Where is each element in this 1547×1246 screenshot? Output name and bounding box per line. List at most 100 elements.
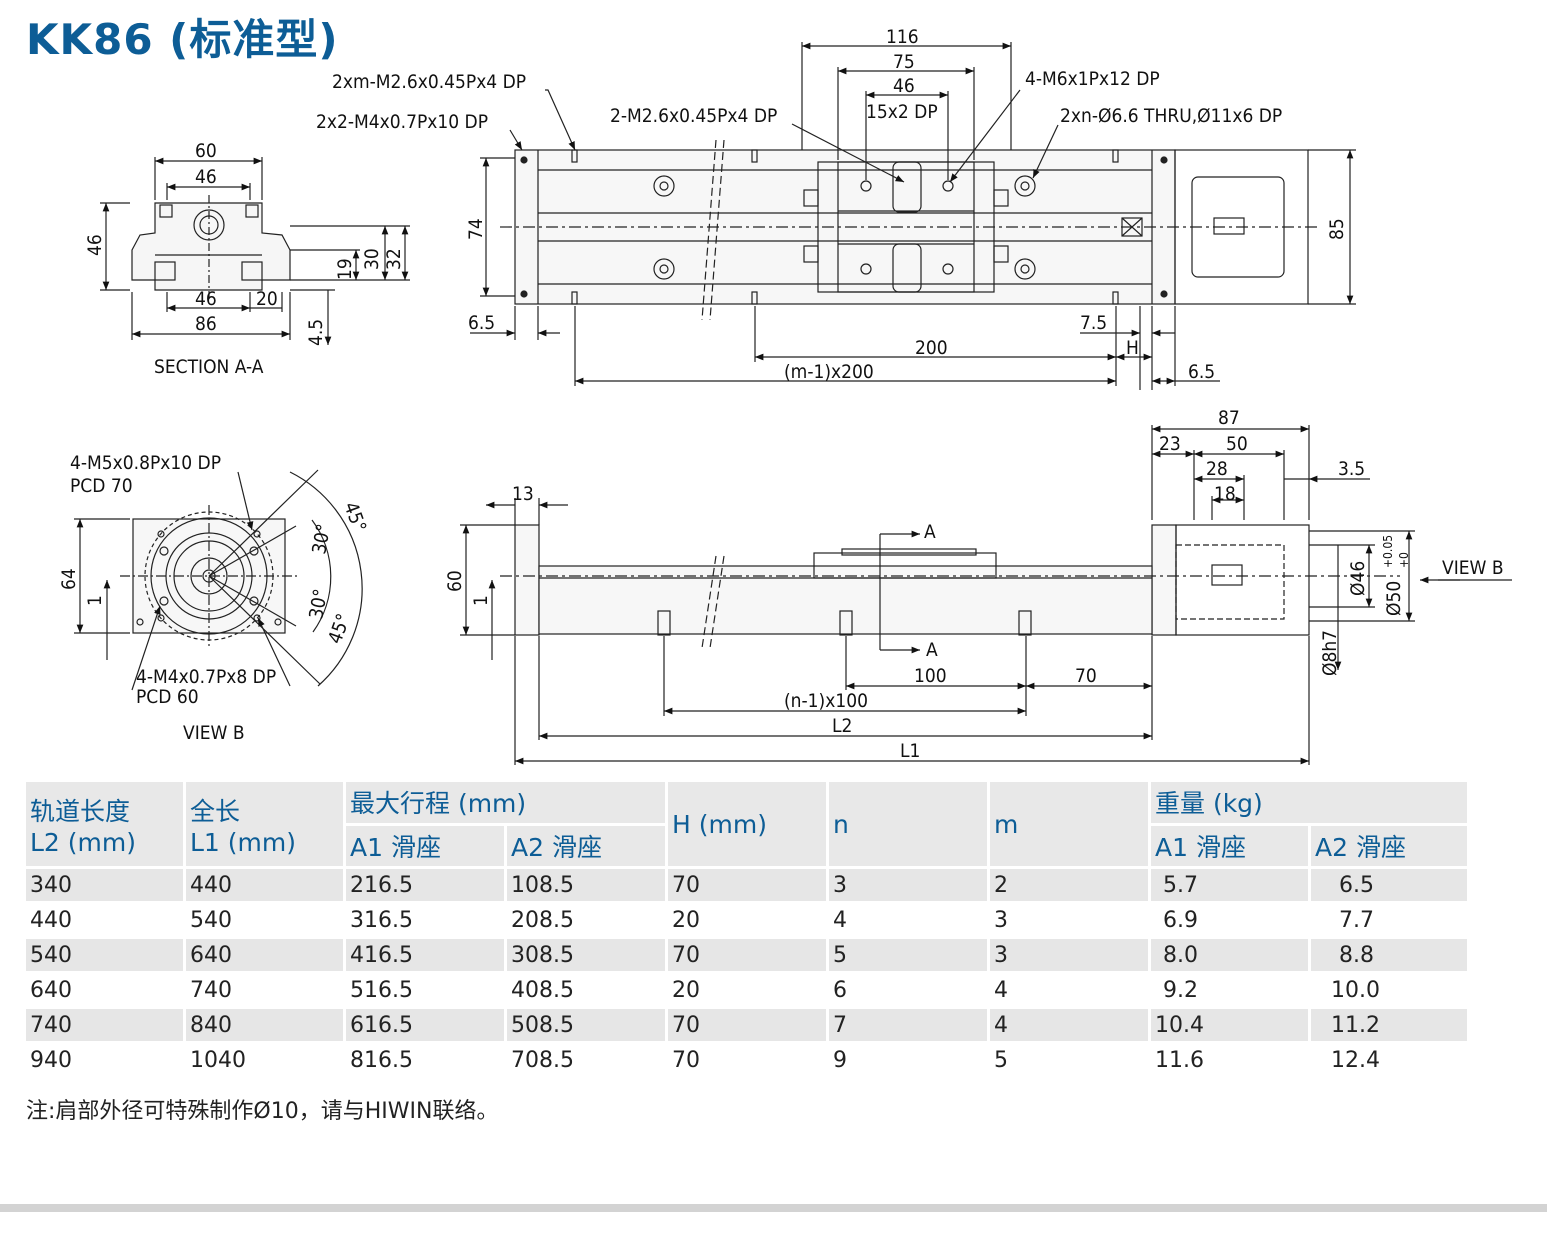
dim-vb30a: 30° [308,522,335,556]
dim-f50t: Ø50 [1383,581,1405,616]
dim-f23: 23 [1159,433,1181,455]
header-weight-a2: A2 滑座 [1311,825,1470,869]
section-a-a-label: SECTION A-A [154,356,264,378]
view-b-arrow-label: VIEW B [1442,557,1504,579]
dim-t74: 74 [465,218,487,240]
table-cell: 7 [829,1009,990,1044]
footer-bar [0,1204,1547,1212]
table-cell: 10.0 [1311,974,1470,1009]
table-cell: 7.7 [1311,904,1470,939]
header-stroke-a1: A1 滑座 [346,825,507,869]
dim-s46a: 46 [195,166,217,188]
dim-f18: 18 [1214,483,1236,505]
header-rail-label: 轨道长度 [30,796,131,826]
dim-f35: 3.5 [1338,458,1365,480]
table-cell: 5 [829,939,990,974]
dim-f1: 1 [470,595,492,606]
table-cell: 5.7 [1151,869,1311,904]
dim-fl2: L2 [832,715,852,737]
table-cell: 208.5 [507,904,668,939]
header-total-unit: L1 (mm) [190,827,296,857]
dim-f8h7: Ø8h7 [1319,630,1341,676]
table-cell: 4 [829,904,990,939]
dim-vb1: 1 [84,595,106,606]
callout-m5: 4-M5x0.8Px10 DP [70,452,221,474]
dim-th: H [1126,337,1139,359]
dim-f50: 50 [1226,433,1248,455]
table-row: 940 1040 816.5 708.5 70 9 5 11.6 12.4 [26,1044,1470,1079]
table-cell: 3 [990,904,1151,939]
table-cell: 3 [829,869,990,904]
table-cell: 20 [668,974,829,1009]
table-cell: 5 [990,1044,1151,1079]
header-weight: 重量 (kg) [1151,782,1470,826]
dim-fn1: (n-1)x100 [784,690,868,712]
header-rail-unit: L2 (mm) [30,827,136,857]
table-cell: 6.5 [1311,869,1470,904]
table-cell: 216.5 [346,869,507,904]
dim-s86: 86 [195,313,217,335]
table-cell: 70 [668,939,829,974]
table-cell: 20 [668,904,829,939]
header-total-length: 全长 L1 (mm) [186,782,346,869]
footnote: 注:肩部外径可特殊制作Ø10，请与HIWIN联络。 [26,1099,499,1124]
dim-f100: 100 [914,665,947,687]
callout-m6: 4-M6x1Px12 DP [1025,68,1160,90]
table-row: 340 440 216.5 108.5 70 3 2 5.7 6.5 [26,869,1470,904]
dim-s32: 32 [383,248,405,270]
dim-s19: 19 [334,258,356,280]
dim-vb30b: 30° [305,587,332,621]
callout-pcd70: PCD 70 [70,475,133,497]
table-cell: 340 [26,869,186,904]
table-cell: 1040 [186,1044,346,1079]
header-total-label: 全长 [190,796,241,826]
table-cell: 9 [829,1044,990,1079]
dim-tm1: (m-1)x200 [784,361,874,383]
callout-pcd60: PCD 60 [136,686,199,708]
table-cell: 940 [26,1044,186,1079]
table-cell: 416.5 [346,939,507,974]
table-cell: 6.9 [1151,904,1311,939]
dim-t46: 46 [893,75,915,97]
table-cell: 640 [186,939,346,974]
table-cell: 4 [990,1009,1151,1044]
callout-thru: 2xn-Ø6.6 THRU,Ø11x6 DP [1060,105,1282,127]
table-cell: 70 [668,1009,829,1044]
table-cell: 11.6 [1151,1044,1311,1079]
dim-s46b: 46 [195,288,217,310]
table-cell: 540 [186,904,346,939]
dim-s20: 20 [256,288,278,310]
header-rail-length: 轨道长度 L2 (mm) [26,782,186,869]
table-cell: 9.2 [1151,974,1311,1009]
table-cell: 10.4 [1151,1009,1311,1044]
table-cell: 316.5 [346,904,507,939]
table-cell: 70 [668,1044,829,1079]
callout-15x2: 15x2 DP [866,101,938,123]
dim-t116: 116 [886,26,919,48]
header-stroke-a2: A2 滑座 [507,825,668,869]
dim-f13: 13 [512,483,534,505]
table-cell: 440 [186,869,346,904]
table-cell: 816.5 [346,1044,507,1079]
dim-f70: 70 [1075,665,1097,687]
callout-m26-xm: 2xm-M2.6x0.45Px4 DP [332,71,526,93]
table-cell: 3 [990,939,1151,974]
table-cell: 640 [26,974,186,1009]
dim-t75: 75 [893,51,915,73]
page-title: KK86 (标准型) [26,15,339,64]
table-cell: 4 [990,974,1151,1009]
dim-s60: 60 [195,140,217,162]
table-row: 740 840 616.5 508.5 70 7 4 10.4 11.2 [26,1009,1470,1044]
table-cell: 8.8 [1311,939,1470,974]
dim-f46: Ø46 [1347,561,1369,596]
callout-m4-vb: 4-M4x0.7Px8 DP [136,666,276,688]
dim-fl1: L1 [900,740,920,762]
dim-s45: 4.5 [305,319,327,346]
table-cell: 2 [990,869,1151,904]
table-row: 440 540 316.5 208.5 20 4 3 6.9 7.7 [26,904,1470,939]
dim-t65b: 6.5 [1188,361,1215,383]
front-view [460,425,1512,765]
spec-table: 轨道长度 L2 (mm) 全长 L1 (mm) 最大行程 (mm) H (mm)… [26,782,1470,1079]
dim-t75b: 7.5 [1080,312,1107,334]
table-cell: 11.2 [1311,1009,1470,1044]
